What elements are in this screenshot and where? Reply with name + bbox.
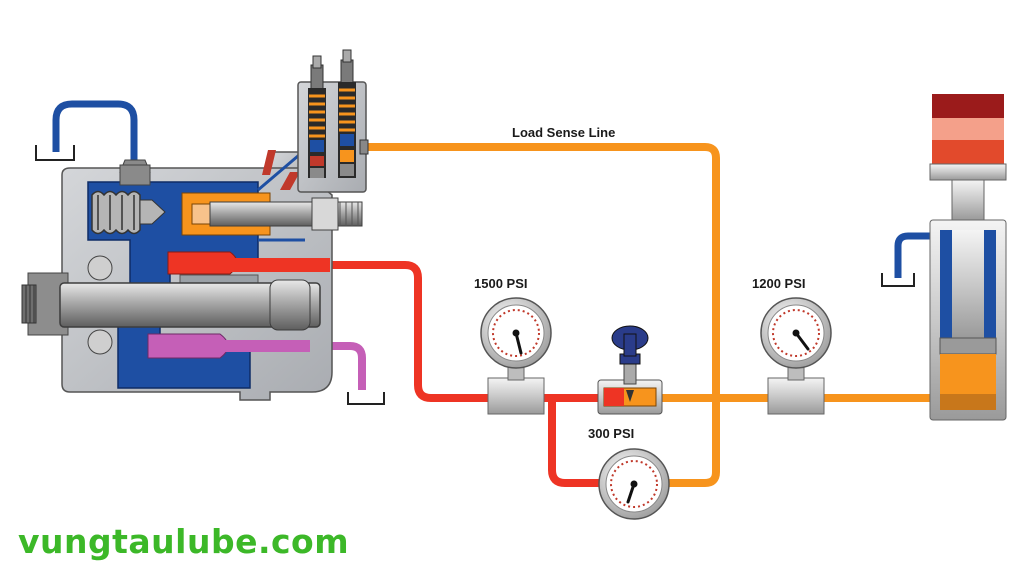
- pressure-gauge-drop: [598, 448, 670, 520]
- label-load-sense-line: Load Sense Line: [512, 125, 615, 140]
- hydraulic-cylinder: [929, 94, 1007, 421]
- label-gauge-cylinder: 1200 PSI: [752, 276, 806, 291]
- drain-line: [300, 342, 366, 390]
- watermark-brand: vungtaulube.com: [18, 522, 350, 561]
- pressure-line: [330, 261, 605, 487]
- gauge-block-cylinder: [767, 364, 825, 415]
- flow-control-valve[interactable]: [597, 325, 663, 415]
- variable-pump: [21, 148, 363, 401]
- case-drain-line: [52, 100, 932, 278]
- label-gauge-pump: 1500 PSI: [474, 276, 528, 291]
- pressure-gauge-pump: [480, 297, 552, 369]
- pressure-gauge-cylinder: [760, 297, 832, 369]
- gauge-block-pump: [487, 364, 545, 415]
- tank-symbols: [35, 145, 915, 405]
- label-gauge-drop: 300 PSI: [588, 426, 634, 441]
- compensator-valves: [297, 49, 369, 193]
- load-sense-line: [362, 143, 934, 487]
